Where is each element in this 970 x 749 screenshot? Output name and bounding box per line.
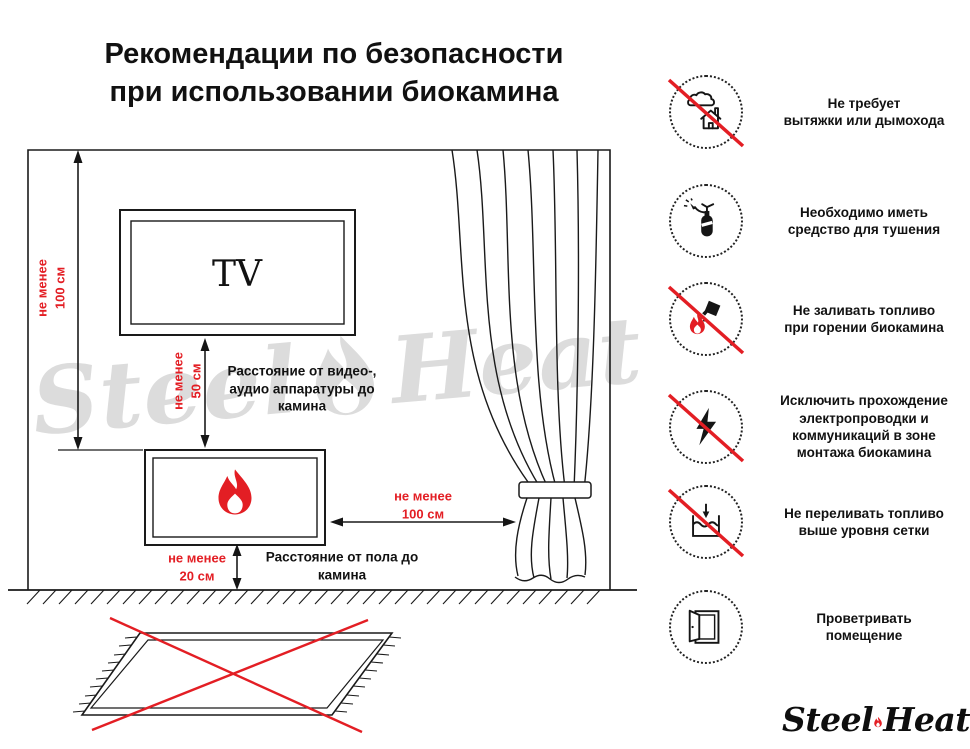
rule-text: Проветривать помещение xyxy=(816,610,912,643)
rule-item-no-wiring: Исключить прохождение электропроводки и … xyxy=(666,387,968,467)
rule-item-no-overfill: Не переливать топливо выше уровня сетки xyxy=(666,482,968,562)
dimension-label-curtain-gap: не менее 100 см xyxy=(394,488,452,521)
dimension-arrow-tv-gap xyxy=(200,338,210,448)
carpet-cross-icon xyxy=(91,616,369,734)
logo-word-heat: Heat xyxy=(883,700,970,739)
rule-text: Не заливать топливо при горении биокамин… xyxy=(784,302,944,335)
open-casement xyxy=(688,609,701,643)
brand-logo: Steel Heat xyxy=(782,700,970,739)
flame-icon xyxy=(218,469,252,515)
dimension-label-floor-gap: не менее 20 см xyxy=(168,550,226,583)
caption-tv-distance: Расстояние от видео-, аудио аппаратуры д… xyxy=(227,363,377,414)
carpet-crossed xyxy=(72,616,402,734)
rule-text: Не переливать топливо выше уровня сетки xyxy=(784,505,944,538)
carpet-fringe-left xyxy=(72,636,138,713)
down-arrow xyxy=(702,511,710,519)
house-door xyxy=(707,122,714,130)
window-opening xyxy=(698,614,716,640)
caption-floor-distance: Расстояние от пола до камина xyxy=(265,549,419,582)
watermark: Steel Heat xyxy=(9,294,666,458)
dimension-arrow-wall-height xyxy=(58,150,143,451)
rule-text: Исключить прохождение электропроводки и … xyxy=(780,393,948,461)
no-overfilling-icon xyxy=(666,482,746,562)
fuel-can xyxy=(704,300,721,317)
fuel-can-spout xyxy=(702,309,708,316)
fire-extinguisher-icon xyxy=(666,181,746,261)
tv: TV xyxy=(119,209,356,336)
no-chimney-icon xyxy=(666,72,746,152)
logo-word-steel: Steel xyxy=(782,700,874,739)
rule-item-no-refueling: Не заливать топливо при горении биокамин… xyxy=(666,279,968,359)
rule-item-ventilate: Проветривать помещение xyxy=(666,587,968,667)
no-refueling-while-burning-icon xyxy=(666,279,746,359)
room-diagram: TV xyxy=(8,149,637,734)
ventilate-room-icon xyxy=(666,587,746,667)
fireplace xyxy=(144,449,326,546)
dimension-label-tv-gap: не менее 50 см xyxy=(170,352,203,410)
no-electrical-wiring-icon xyxy=(666,387,746,467)
rule-text: Не требует вытяжки или дымохода xyxy=(783,95,945,128)
floor-hatching xyxy=(8,589,637,605)
carpet-fringe-right xyxy=(334,636,402,713)
logo-flame-icon xyxy=(874,716,882,727)
curtain xyxy=(451,149,599,584)
dimension-label-wall-height: не менее 100 см xyxy=(34,259,67,317)
prohibition-cross-icon xyxy=(667,78,745,148)
safety-rules-list: Не требует вытяжки или дымохода Необхо xyxy=(666,0,968,700)
prohibition-cross-icon xyxy=(667,285,745,355)
dimension-arrow-floor-gap xyxy=(232,544,242,590)
dimension-arrow-curtain-gap xyxy=(330,517,516,527)
watermark-flame-icon xyxy=(316,335,375,415)
rule-item-no-chimney: Не требует вытяжки или дымохода xyxy=(666,72,968,152)
curtain-tie xyxy=(518,481,592,499)
title-line1: Рекомендации по безопасности xyxy=(104,38,564,70)
title-line2: при использовании биокамина xyxy=(109,75,559,108)
rule-text: Необходимо иметь средство для тушения xyxy=(787,204,941,237)
tv-label: TV xyxy=(212,254,263,295)
prohibition-cross-icon xyxy=(667,488,745,558)
wall-outline xyxy=(27,149,611,590)
house-chimney xyxy=(714,107,719,118)
prohibition-cross-icon xyxy=(667,393,745,463)
rule-item-extinguisher: Необходимо иметь средство для тушения xyxy=(666,181,968,261)
page-title: Рекомендации по безопасности при использ… xyxy=(0,36,668,111)
flame-icon xyxy=(689,313,705,335)
